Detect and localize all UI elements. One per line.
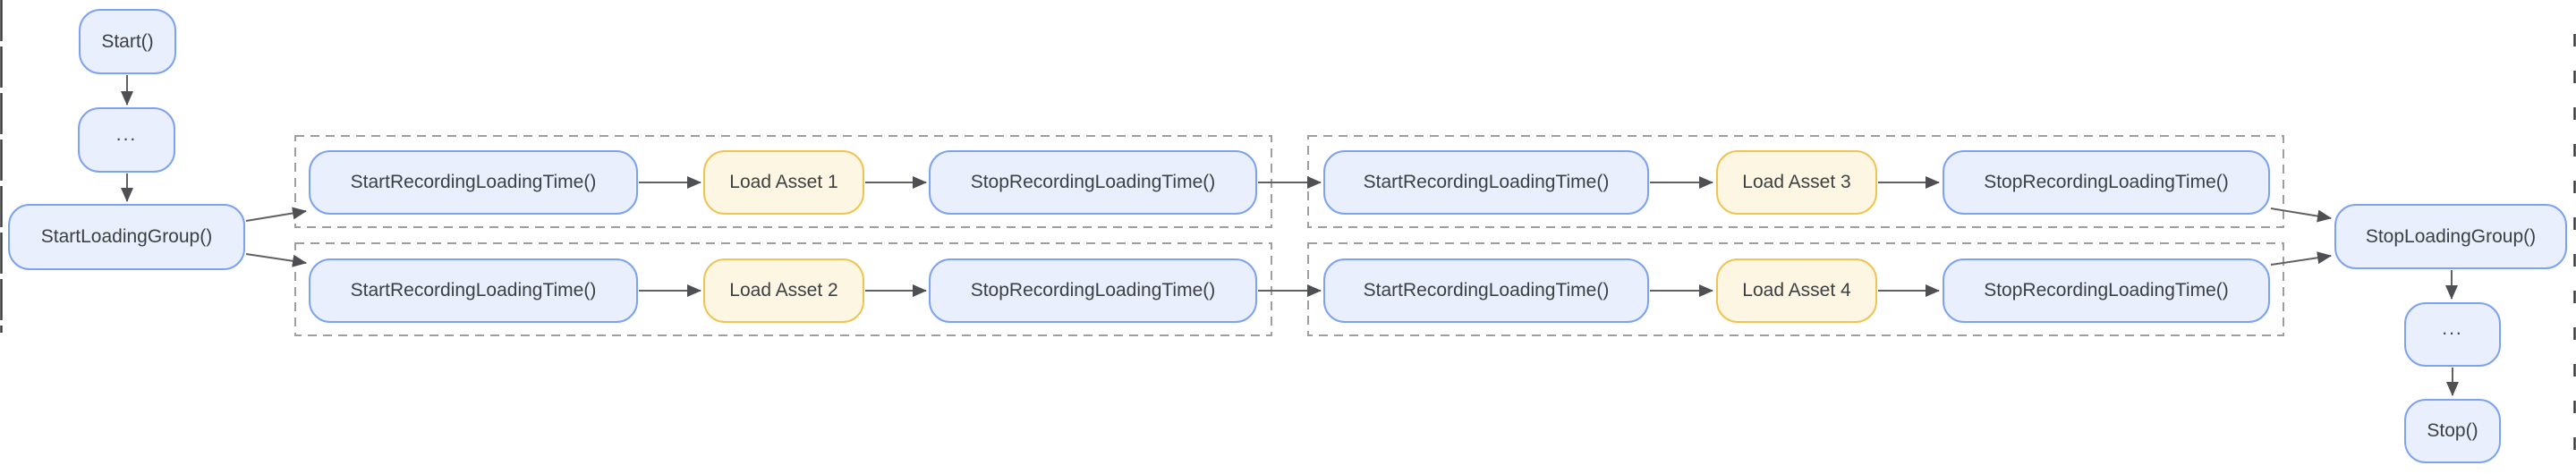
node-g2l1-stop-recording: StopRecordingLoadingTime() — [1943, 150, 2270, 215]
node-stop: Stop() — [2404, 399, 2501, 463]
node-g1l2-stop-recording: StopRecordingLoadingTime() — [929, 258, 1257, 323]
arrow-lane2-to-stopgroup — [2270, 251, 2332, 266]
group1-lane2-outline — [294, 242, 1272, 336]
node-g1l1-start-recording: StartRecordingLoadingTime() — [309, 150, 638, 215]
arrow-startgroup-to-lane2 — [245, 253, 307, 267]
node-g1l2-load-asset: Load Asset 2 — [703, 258, 864, 323]
node-ellipsis-exit: ... — [2404, 302, 2501, 367]
node-g2l1-start-recording: StartRecordingLoadingTime() — [1323, 150, 1649, 215]
node-g2l1-load-asset: Load Asset 3 — [1716, 150, 1877, 215]
node-g2l2-stop-recording: StopRecordingLoadingTime() — [1943, 258, 2270, 323]
node-stop-loading-group: StopLoadingGroup() — [2334, 204, 2567, 269]
node-g2l2-load-asset-label: Load Asset 4 — [1742, 280, 1851, 300]
arrow-startgroup-to-lane1 — [245, 207, 307, 222]
node-start-loading-group: StartLoadingGroup() — [8, 204, 245, 270]
node-g1l1-load-asset-label: Load Asset 1 — [729, 172, 838, 192]
node-g1l2-load-asset-label: Load Asset 2 — [729, 280, 838, 300]
node-g2l2-load-asset: Load Asset 4 — [1716, 258, 1877, 323]
node-g2l2-start-recording: StartRecordingLoadingTime() — [1323, 258, 1649, 323]
node-g2l1-load-asset-label: Load Asset 3 — [1742, 172, 1851, 192]
node-start-loading-group-label: StartLoadingGroup() — [40, 226, 213, 247]
node-ellipsis-entry-label: ... — [115, 123, 138, 145]
node-ellipsis-exit-label: ... — [2442, 318, 2463, 339]
node-g2l2-stop-recording-label: StopRecordingLoadingTime() — [1984, 280, 2229, 300]
node-start: Start() — [79, 9, 176, 74]
node-g1l2-start-recording: StartRecordingLoadingTime() — [309, 258, 638, 323]
node-ellipsis-entry: ... — [78, 107, 175, 173]
node-g1l1-stop-recording: StopRecordingLoadingTime() — [929, 150, 1257, 215]
node-stop-loading-group-label: StopLoadingGroup() — [2365, 225, 2537, 247]
node-g2l2-start-recording-label: StartRecordingLoadingTime() — [1363, 280, 1610, 300]
node-g1l1-start-recording-label: StartRecordingLoadingTime() — [350, 172, 597, 192]
node-g1l2-stop-recording-label: StopRecordingLoadingTime() — [970, 280, 1216, 300]
arrow-lane1-to-stopgroup — [2270, 207, 2332, 223]
node-g2l1-stop-recording-label: StopRecordingLoadingTime() — [1984, 172, 2229, 192]
node-g1l2-start-recording-label: StartRecordingLoadingTime() — [350, 280, 597, 300]
node-g2l1-start-recording-label: StartRecordingLoadingTime() — [1363, 172, 1610, 192]
node-g1l1-stop-recording-label: StopRecordingLoadingTime() — [970, 172, 1216, 192]
node-stop-label: Stop() — [2427, 420, 2478, 441]
node-start-label: Start() — [101, 30, 154, 52]
node-g1l1-load-asset: Load Asset 1 — [703, 150, 864, 215]
